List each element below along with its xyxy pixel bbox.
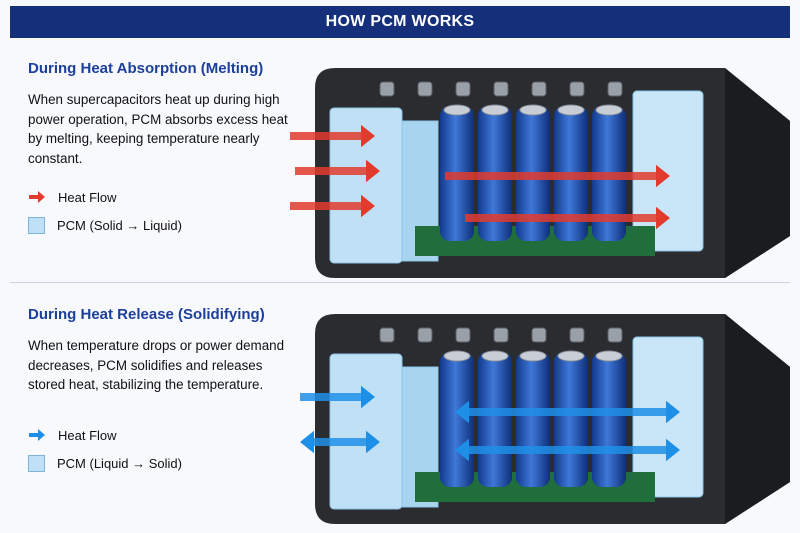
legend-pcm: PCM (Solid → Liquid) [28, 215, 182, 235]
panel-title: During Heat Release (Solidifying) [28, 306, 265, 323]
page-header: HOW PCM WORKS [10, 6, 790, 38]
legend-heat-flow-label: Heat Flow [58, 427, 117, 443]
terminal [493, 81, 509, 97]
panel-description: When supercapacitors heat up during high… [28, 92, 288, 166]
terminal [607, 81, 623, 97]
terminal [379, 81, 395, 97]
heat-flow-arrow [290, 194, 375, 218]
legend-heat-flow: Heat Flow [28, 425, 117, 445]
legend-heat-flow: Heat Flow [28, 187, 117, 207]
section-divider [10, 282, 790, 283]
legend-pcm: PCM (Liquid → Solid) [28, 453, 182, 473]
terminal [417, 327, 433, 343]
heat-flow-arrow [295, 159, 380, 183]
blue-arrow-icon [29, 429, 45, 441]
pcm-swatch-icon [28, 216, 45, 234]
supercapacitor-cell [478, 350, 512, 487]
heat-flow-arrow [455, 400, 680, 424]
panel-heat-release: During Heat Release (Solidifying) When t… [0, 292, 800, 532]
pcm-module-diagram-absorption [290, 68, 790, 278]
pcm-swatch-icon [28, 454, 45, 472]
red-arrow-icon [29, 191, 45, 203]
terminal [379, 327, 395, 343]
heat-flow-arrow [445, 164, 670, 188]
pcm-block-right [632, 90, 704, 252]
page-title: HOW PCM WORKS [325, 13, 475, 30]
legend-pcm-label: PCM (Liquid → Solid) [57, 455, 182, 471]
panel-title: During Heat Absorption (Melting) [28, 60, 264, 77]
terminal [569, 81, 585, 97]
module-casing-side [725, 314, 790, 524]
panel-heat-absorption: During Heat Absorption (Melting) When su… [0, 46, 800, 286]
supercapacitor-cell [516, 350, 550, 487]
heat-flow-arrow [465, 206, 670, 230]
pcm-module-diagram-release [300, 314, 790, 524]
module-casing-side [725, 68, 790, 278]
panel-description: When temperature drops or power demand d… [28, 338, 285, 392]
terminal [455, 327, 471, 343]
terminal [607, 327, 623, 343]
terminal [417, 81, 433, 97]
terminal [531, 81, 547, 97]
heat-flow-arrow [300, 385, 375, 409]
heat-flow-arrow [290, 124, 375, 148]
legend-pcm-label: PCM (Solid → Liquid) [57, 217, 182, 233]
terminal [493, 327, 509, 343]
supercapacitor-cell [554, 350, 588, 487]
heat-flow-arrow [300, 430, 380, 454]
legend-heat-flow-label: Heat Flow [58, 189, 117, 205]
supercapacitor-cell [592, 350, 626, 487]
terminal [569, 327, 585, 343]
heat-flow-arrow [455, 438, 680, 462]
terminal [455, 81, 471, 97]
terminal [531, 327, 547, 343]
